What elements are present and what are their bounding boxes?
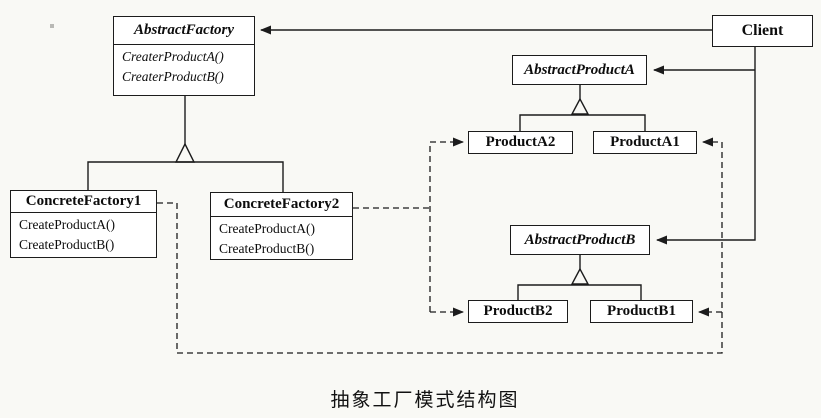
class-productb1: ProductB1	[590, 300, 693, 323]
class-concretefactory1: ConcreteFactory1 CreateProductA() Create…	[10, 190, 157, 258]
abstractproductb-generalization-triangle	[570, 267, 590, 285]
class-abstractfactory-methods: CreaterProductA() CreaterProductB()	[114, 44, 254, 88]
class-abstractfactory-title: AbstractFactory	[134, 22, 234, 38]
class-concretefactory2: ConcreteFactory2 CreateProductA() Create…	[210, 192, 353, 260]
method: CreateProductA()	[219, 221, 315, 236]
abstractproducta-generalization-triangle	[570, 97, 590, 115]
class-abstractfactory: AbstractFactory CreaterProductA() Create…	[113, 16, 255, 96]
diagram-caption: 抽象工厂模式结构图	[330, 390, 520, 411]
class-productb2: ProductB2	[468, 300, 568, 323]
method: CreateProductB()	[19, 237, 115, 253]
class-abstractproducta: AbstractProductA	[512, 55, 647, 85]
class-abstractproductb: AbstractProductB	[510, 225, 650, 255]
class-concretefactory2-methods: CreateProductA() CreateProductB()	[211, 216, 352, 260]
method: CreateProductA()	[19, 217, 115, 232]
class-concretefactory1-methods: CreateProductA() CreateProductB()	[11, 212, 156, 256]
class-producta2: ProductA2	[468, 131, 573, 154]
abstractfactory-generalization-triangle	[174, 142, 196, 163]
method: CreaterProductA()	[122, 49, 224, 64]
method: CreaterProductB()	[122, 69, 224, 85]
method: CreateProductB()	[219, 241, 315, 257]
scan-speck	[50, 24, 54, 28]
class-concretefactory1-title: ConcreteFactory1	[25, 193, 142, 209]
concretefactories-generalization-branch	[87, 161, 284, 192]
class-client: Client	[712, 15, 813, 47]
class-producta1: ProductA1	[593, 131, 697, 154]
class-concretefactory2-title: ConcreteFactory2	[223, 196, 340, 212]
producta-generalization-branch	[519, 114, 646, 131]
productb-generalization-branch	[517, 284, 642, 300]
